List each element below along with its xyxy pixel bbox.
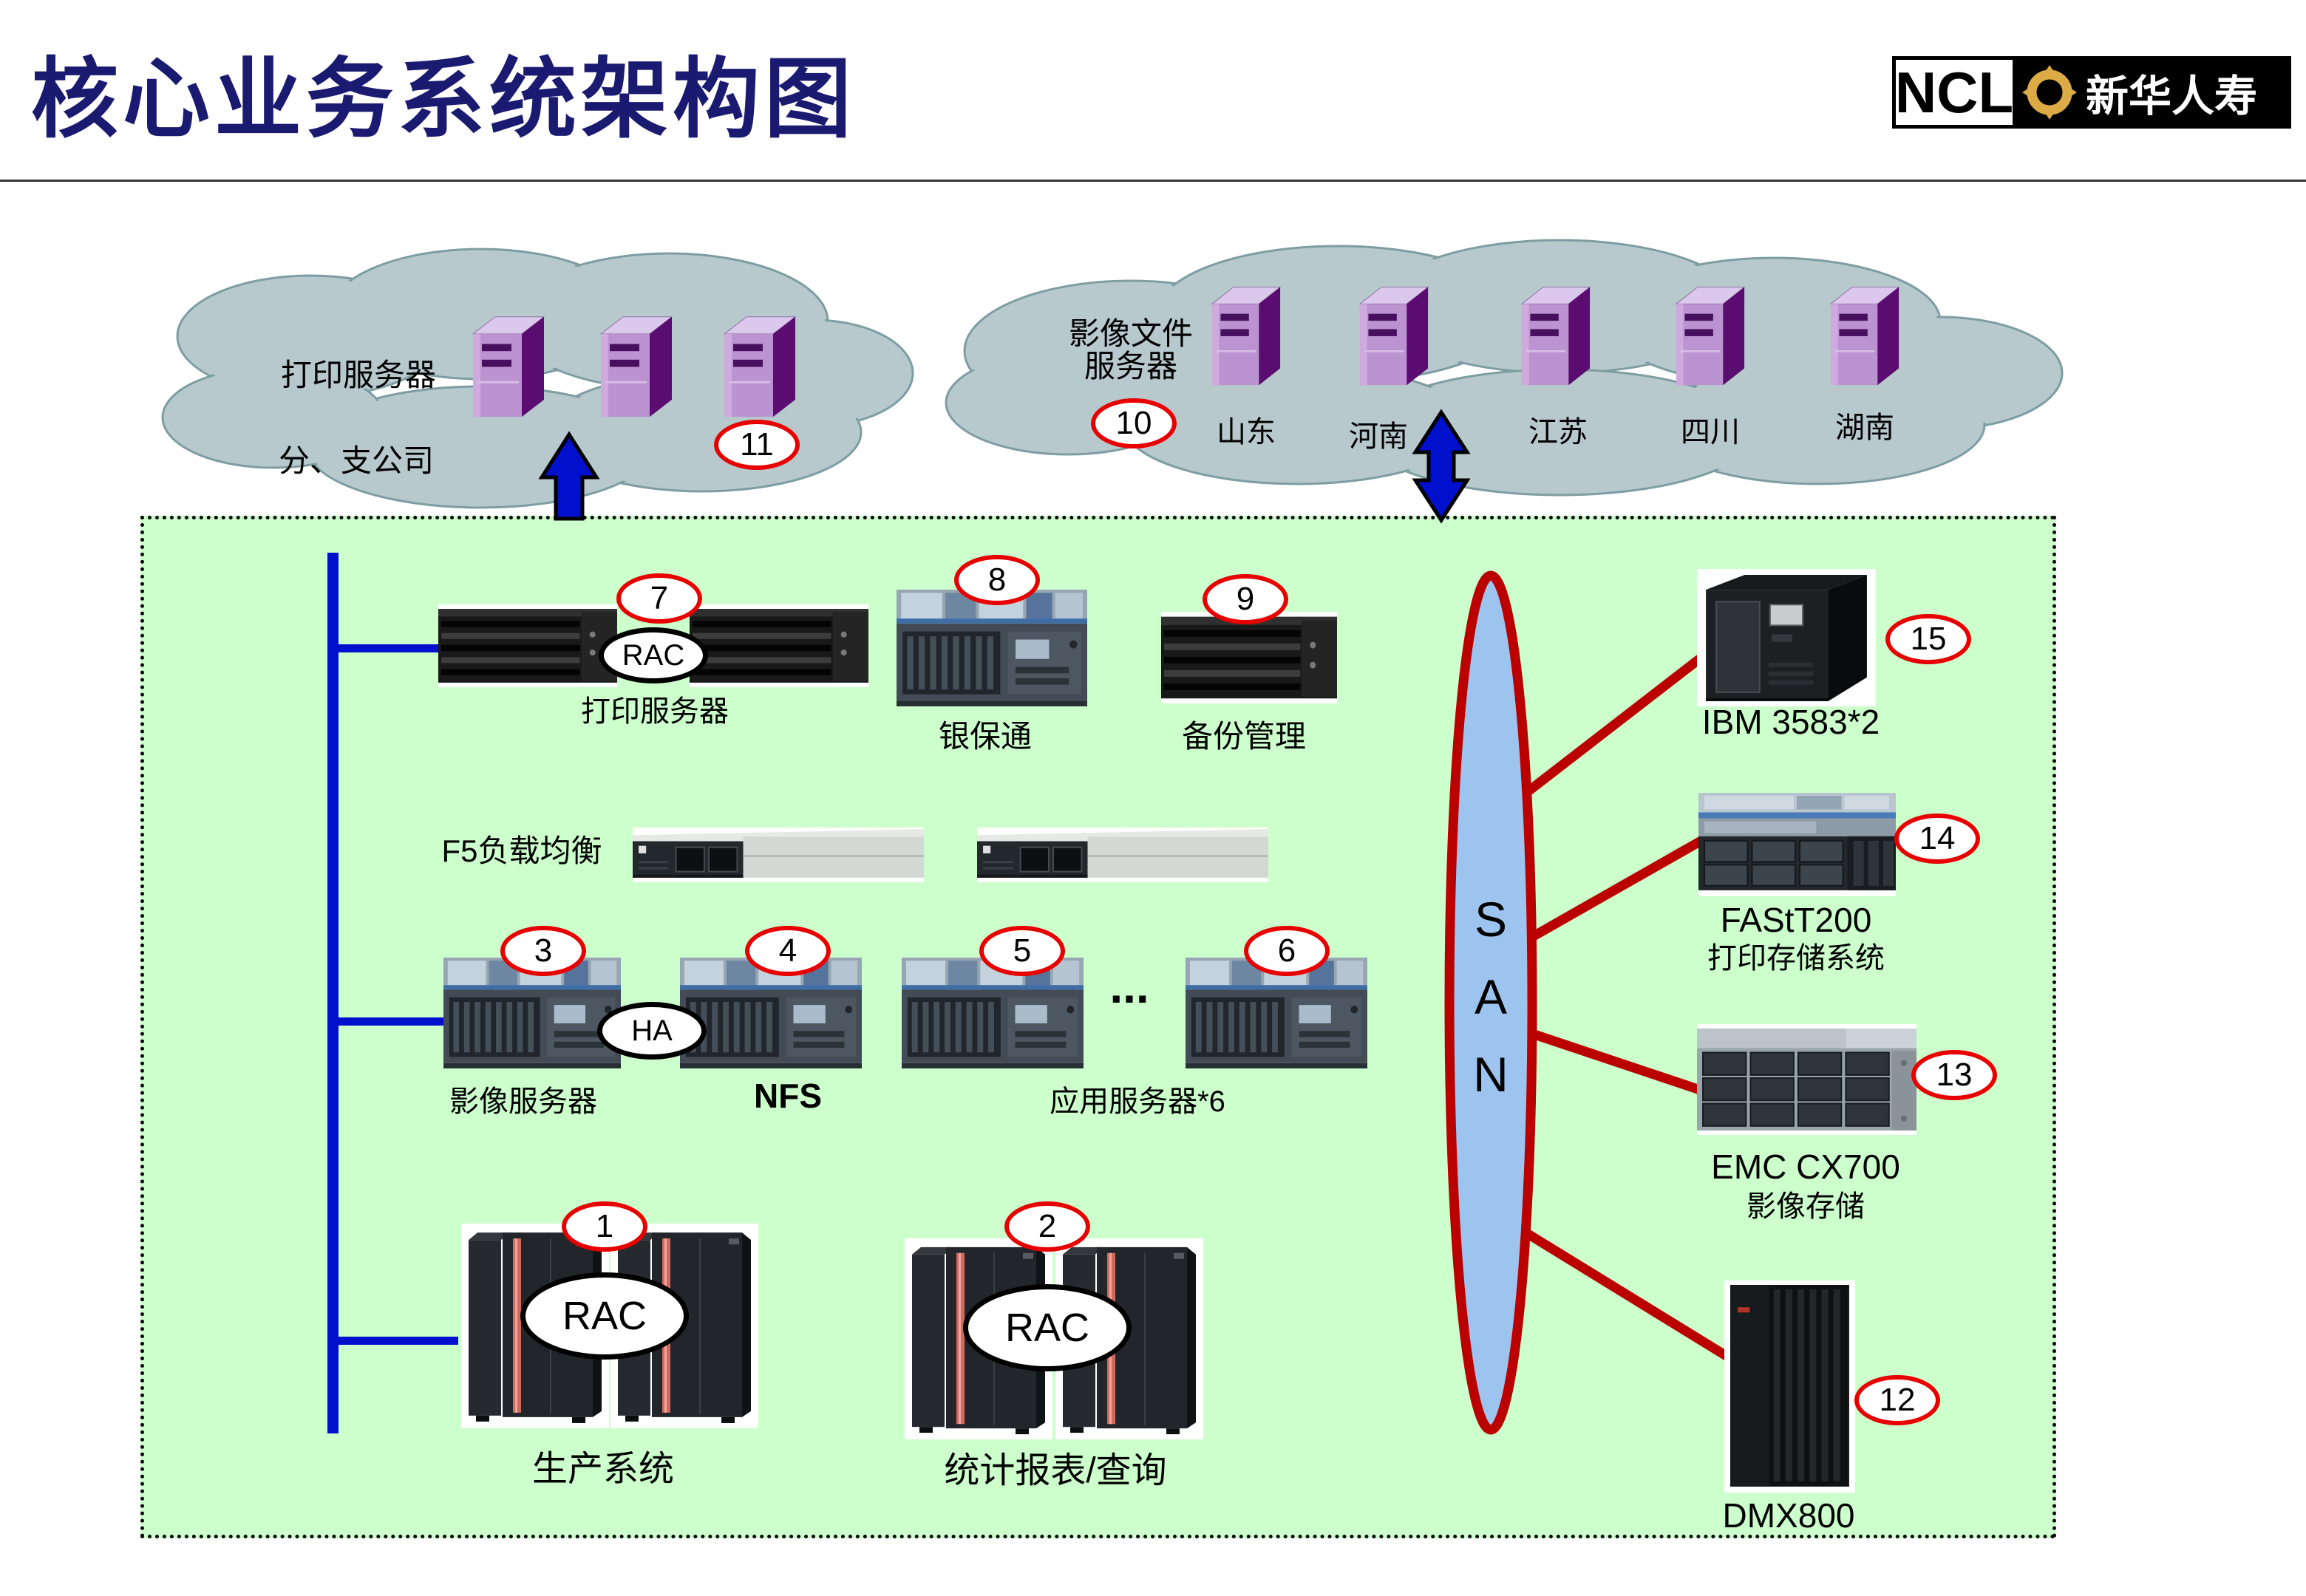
ibm3583-tape-library xyxy=(1697,569,1876,706)
report-label: 统计报表/查询 xyxy=(944,1451,1167,1490)
badge-14: 14 xyxy=(1894,814,1980,864)
image-server-label: 影像服务器 xyxy=(449,1085,597,1118)
logo-ncl-text: NCL xyxy=(1892,56,2016,129)
backup-server xyxy=(1161,612,1337,703)
production-label: 生产系统 xyxy=(531,1450,674,1489)
branch-company-label: 分、支公司 xyxy=(278,443,434,478)
rac-link-print: RAC xyxy=(599,627,708,683)
badge-10: 10 xyxy=(1091,398,1177,449)
f5-label: F5负载均衡 xyxy=(441,833,602,868)
badge-2: 2 xyxy=(1004,1201,1090,1252)
company-logo: NCL 新华人寿 xyxy=(1892,56,2291,129)
emc-cx700-storage xyxy=(1697,1024,1916,1135)
yinbaotong-label: 银保通 xyxy=(938,719,1032,754)
print-cloud-server-icon xyxy=(599,313,673,420)
rac-link-production: RAC xyxy=(520,1272,689,1360)
logo-brand-box: 新华人寿 xyxy=(2016,56,2291,129)
print-server-rack-left xyxy=(438,604,617,687)
f5-appliance-left xyxy=(633,828,924,882)
app-server-first xyxy=(902,958,1084,1068)
print-cloud-server-icon xyxy=(723,313,797,420)
rac-link-report: RAC xyxy=(963,1284,1132,1371)
title-rule xyxy=(0,180,2306,182)
backup-label: 备份管理 xyxy=(1181,719,1306,754)
print-server-label: 打印服务器 xyxy=(581,695,729,728)
san-letter-s: S xyxy=(1474,892,1508,947)
province-label-henan: 河南 xyxy=(1349,420,1408,453)
badge-9: 9 xyxy=(1203,574,1288,624)
emc-cx700-sublabel: 影像存储 xyxy=(1746,1190,1865,1223)
logo-emblem-icon xyxy=(2022,65,2077,120)
badge-3: 3 xyxy=(500,926,586,976)
image-cloud-server-icon xyxy=(1675,283,1746,388)
badge-12: 12 xyxy=(1854,1375,1940,1425)
emc-cx700-label: EMC CX700 xyxy=(1711,1147,1900,1186)
province-label-jiangsu: 江苏 xyxy=(1528,416,1588,449)
app-server-ellipsis: ... xyxy=(1109,960,1149,1013)
logo-brand-text: 新华人寿 xyxy=(2086,72,2258,120)
app-server-last xyxy=(1186,958,1367,1068)
image-cloud-server-icon xyxy=(1520,283,1591,388)
badge-8: 8 xyxy=(954,555,1040,605)
ha-link: HA xyxy=(597,1002,707,1060)
san-ellipse xyxy=(1444,570,1537,1435)
fastt200-storage xyxy=(1698,793,1896,896)
image-cloud-label-line1: 影像文件 xyxy=(1068,316,1193,351)
page-title: 核心业务系统架构图 xyxy=(31,52,857,149)
image-cloud-server-icon xyxy=(1358,283,1429,388)
badge-1: 1 xyxy=(562,1201,647,1252)
badge-15: 15 xyxy=(1885,614,1971,664)
badge-4: 4 xyxy=(745,926,831,976)
print-server-rack-right xyxy=(690,604,868,687)
bidirectional-arrow-icon xyxy=(1412,409,1471,524)
badge-5: 5 xyxy=(979,926,1065,976)
uplink-arrow-icon xyxy=(538,431,600,521)
image-cloud-server-icon xyxy=(1829,283,1900,388)
badge-11: 11 xyxy=(714,420,800,470)
yinbaotong-server xyxy=(897,590,1087,706)
image-cloud-label-line2: 服务器 xyxy=(1084,349,1177,383)
badge-13: 13 xyxy=(1911,1050,1997,1100)
san-letter-a: A xyxy=(1474,969,1508,1024)
image-server xyxy=(443,958,621,1068)
ibm3583-label: IBM 3583*2 xyxy=(1701,703,1880,741)
san-links xyxy=(1503,647,1738,1365)
app-server-label: 应用服务器*6 xyxy=(1050,1085,1225,1118)
print-cloud-server-icon xyxy=(472,313,545,420)
badge-7: 7 xyxy=(616,573,702,624)
nfs-label: NFS xyxy=(754,1077,822,1115)
province-label-sichuan: 四川 xyxy=(1681,416,1740,449)
lan-bus xyxy=(327,553,458,1433)
province-label-hunan: 湖南 xyxy=(1835,412,1894,444)
san-letter-n: N xyxy=(1473,1047,1509,1102)
fastt200-sublabel: 打印存储系统 xyxy=(1707,942,1885,975)
fastt200-label: FAStT200 xyxy=(1720,901,1872,939)
dmx800-label: DMX800 xyxy=(1722,1496,1855,1535)
nfs-server xyxy=(680,958,862,1068)
print-cloud-label: 打印服务器 xyxy=(280,358,436,392)
f5-appliance-right xyxy=(977,828,1268,882)
province-label-shandong: 山东 xyxy=(1217,416,1276,449)
dmx800-storage xyxy=(1724,1280,1855,1493)
badge-6: 6 xyxy=(1244,926,1330,976)
